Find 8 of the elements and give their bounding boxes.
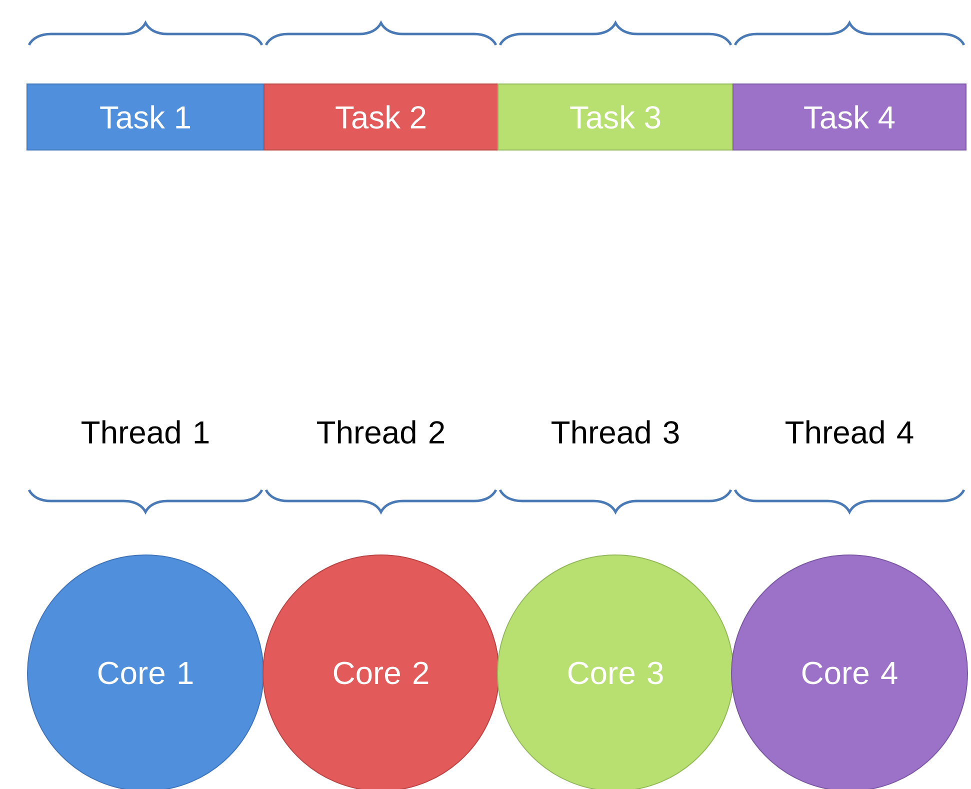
thread-label: Thread 2: [317, 420, 444, 444]
task-bar: Task 2: [264, 84, 498, 150]
thread-label: Thread 4: [786, 420, 914, 444]
task-bar: Task 4: [732, 84, 966, 150]
task-bar: Task 3: [498, 84, 734, 150]
thread-label: Thread 3: [552, 420, 679, 444]
thread-label: Thread 1: [82, 420, 209, 444]
task-bar: Task 1: [26, 84, 264, 150]
